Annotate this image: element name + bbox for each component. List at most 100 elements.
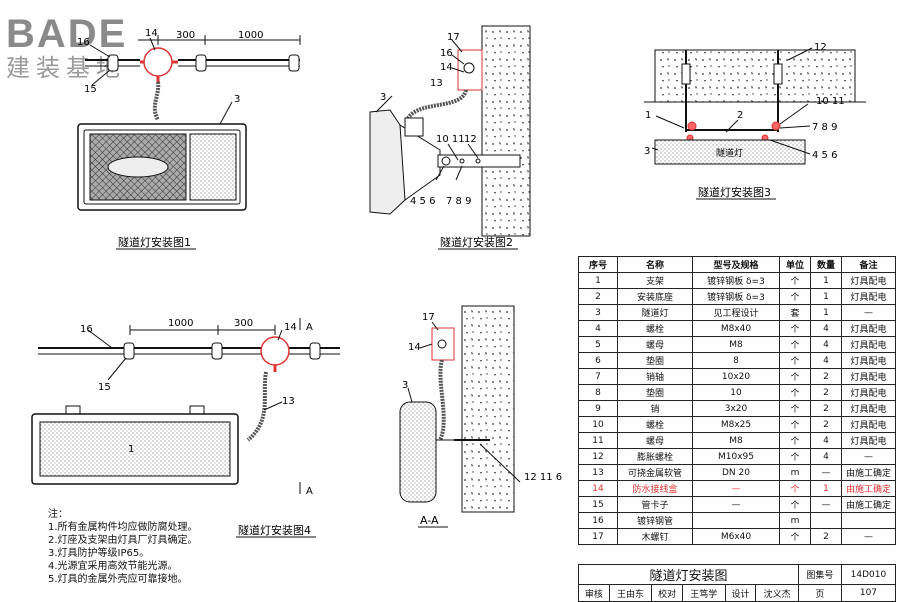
- cell-no: 11: [578, 432, 618, 449]
- cell-no: 5: [578, 336, 618, 353]
- cell-unit: 个: [779, 368, 811, 385]
- fig2-callout-10-11: 10 11: [436, 134, 465, 145]
- figure-3: [644, 47, 866, 165]
- fig2-junction-box: [457, 49, 483, 91]
- fig2-lamp-body: [369, 109, 406, 215]
- cell-qty: 4: [810, 432, 842, 449]
- section-callout-14: 14: [408, 342, 421, 353]
- cell-no: 15: [578, 496, 618, 513]
- cell-spec: 见工程设计: [692, 304, 780, 321]
- cell-name: 销轴: [617, 368, 693, 385]
- cell-qty: 4: [810, 352, 842, 369]
- page-label: 页: [797, 584, 842, 602]
- cell-note: 灯具配电: [841, 368, 896, 385]
- fig2-caption: 隧道灯安装图2: [440, 235, 513, 249]
- cell-name: 镀锌钢管: [617, 512, 693, 529]
- fig2-callout-3: 3: [380, 92, 386, 103]
- cell-spec: [692, 512, 780, 529]
- col-header-spec: 型号及规格: [692, 256, 780, 273]
- fig4-callout-1: 1: [128, 444, 134, 455]
- fig3-lamp-label: 隧道灯: [716, 147, 743, 159]
- cell-unit: 个: [779, 432, 811, 449]
- fig3-callout-2: 2: [737, 110, 743, 121]
- cell-no: 6: [578, 352, 618, 369]
- cell-name: 螺栓: [617, 320, 693, 337]
- note-line: 1.所有金属构件均应做防腐处理。: [48, 522, 198, 533]
- cell-qty: 1: [810, 288, 842, 305]
- cell-note: 灯具配电: [841, 320, 896, 337]
- fig4-dim-300: 300: [234, 318, 253, 329]
- cell-spec: M6x40: [692, 528, 780, 545]
- fig4-callout-14: 14: [284, 322, 297, 333]
- page-value: 107: [840, 584, 897, 602]
- col-header-note: 备注: [841, 256, 896, 273]
- col-header-qty: 数量: [810, 256, 842, 273]
- fig4-callout-15: 15: [98, 382, 111, 393]
- section-tunnel-wall: [461, 305, 515, 513]
- fig1-lamp-grille: [89, 133, 187, 201]
- cell-qty: —: [810, 464, 842, 481]
- cell-no: 1: [578, 272, 618, 289]
- fig1-callout-3: 3: [234, 94, 240, 105]
- fig1-flex-hose: [152, 81, 161, 121]
- fig4-section-mark-bottom: A: [306, 486, 313, 497]
- fig1-junction-box: [143, 47, 173, 77]
- fig1-dim-1000: 1000: [238, 30, 263, 41]
- cell-spec: 10: [692, 384, 780, 401]
- cell-name: 安装底座: [617, 288, 693, 305]
- fig1-dim-300: 300: [176, 30, 195, 41]
- fig2-flex-hose: [406, 89, 468, 120]
- cell-qty: 4: [810, 448, 842, 465]
- cell-no: 4: [578, 320, 618, 337]
- cell-note: 灯具配电: [841, 352, 896, 369]
- cell-name: 管卡子: [617, 496, 693, 513]
- section-callout-17: 17: [422, 312, 435, 323]
- cell-unit: 个: [779, 384, 811, 401]
- cell-no: 2: [578, 288, 618, 305]
- fig3-callout-12: 12: [814, 42, 827, 53]
- cell-unit: 个: [779, 272, 811, 289]
- fig2-callout-12: 12: [464, 134, 477, 145]
- col-header-no: 序号: [578, 256, 618, 273]
- cell-qty: 2: [810, 400, 842, 417]
- cell-note: 由施工确定: [841, 480, 896, 497]
- cell-qty: 2: [810, 528, 842, 545]
- fig1-callout-16: 16: [77, 37, 90, 48]
- cell-qty: 2: [810, 384, 842, 401]
- fig4-caption: 隧道灯安装图4: [238, 523, 311, 537]
- col-header-unit: 单位: [779, 256, 811, 273]
- cell-unit: 个: [779, 320, 811, 337]
- cell-qty: —: [810, 496, 842, 513]
- cell-qty: 1: [810, 480, 842, 497]
- logo-brand-text: BADE: [6, 12, 128, 56]
- cell-note: —: [841, 448, 896, 465]
- cell-note: 由施工确定: [841, 464, 896, 481]
- cell-unit: 个: [779, 416, 811, 433]
- drawing-title: 隧道灯安装图: [578, 564, 799, 585]
- cell-name: 螺母: [617, 432, 693, 449]
- fig3-caption: 隧道灯安装图3: [698, 185, 771, 199]
- cell-no: 10: [578, 416, 618, 433]
- cell-qty: 4: [810, 336, 842, 353]
- cell-spec: M8x40: [692, 320, 780, 337]
- fig3-callout-3: 3: [644, 146, 650, 157]
- cell-no: 14: [578, 480, 618, 497]
- cell-note: [841, 512, 896, 529]
- cell-name: 隧道灯: [617, 304, 693, 321]
- section-callout-3: 3: [402, 380, 408, 391]
- cell-note: —: [841, 304, 896, 321]
- fig2-bracket: [437, 154, 521, 168]
- cell-spec: M8: [692, 336, 780, 353]
- cell-note: 灯具配电: [841, 432, 896, 449]
- fig2-tunnel-wall: [481, 25, 531, 237]
- cell-no: 3: [578, 304, 618, 321]
- fig1-caption: 隧道灯安装图1: [118, 235, 191, 249]
- section-a-a: [399, 305, 521, 513]
